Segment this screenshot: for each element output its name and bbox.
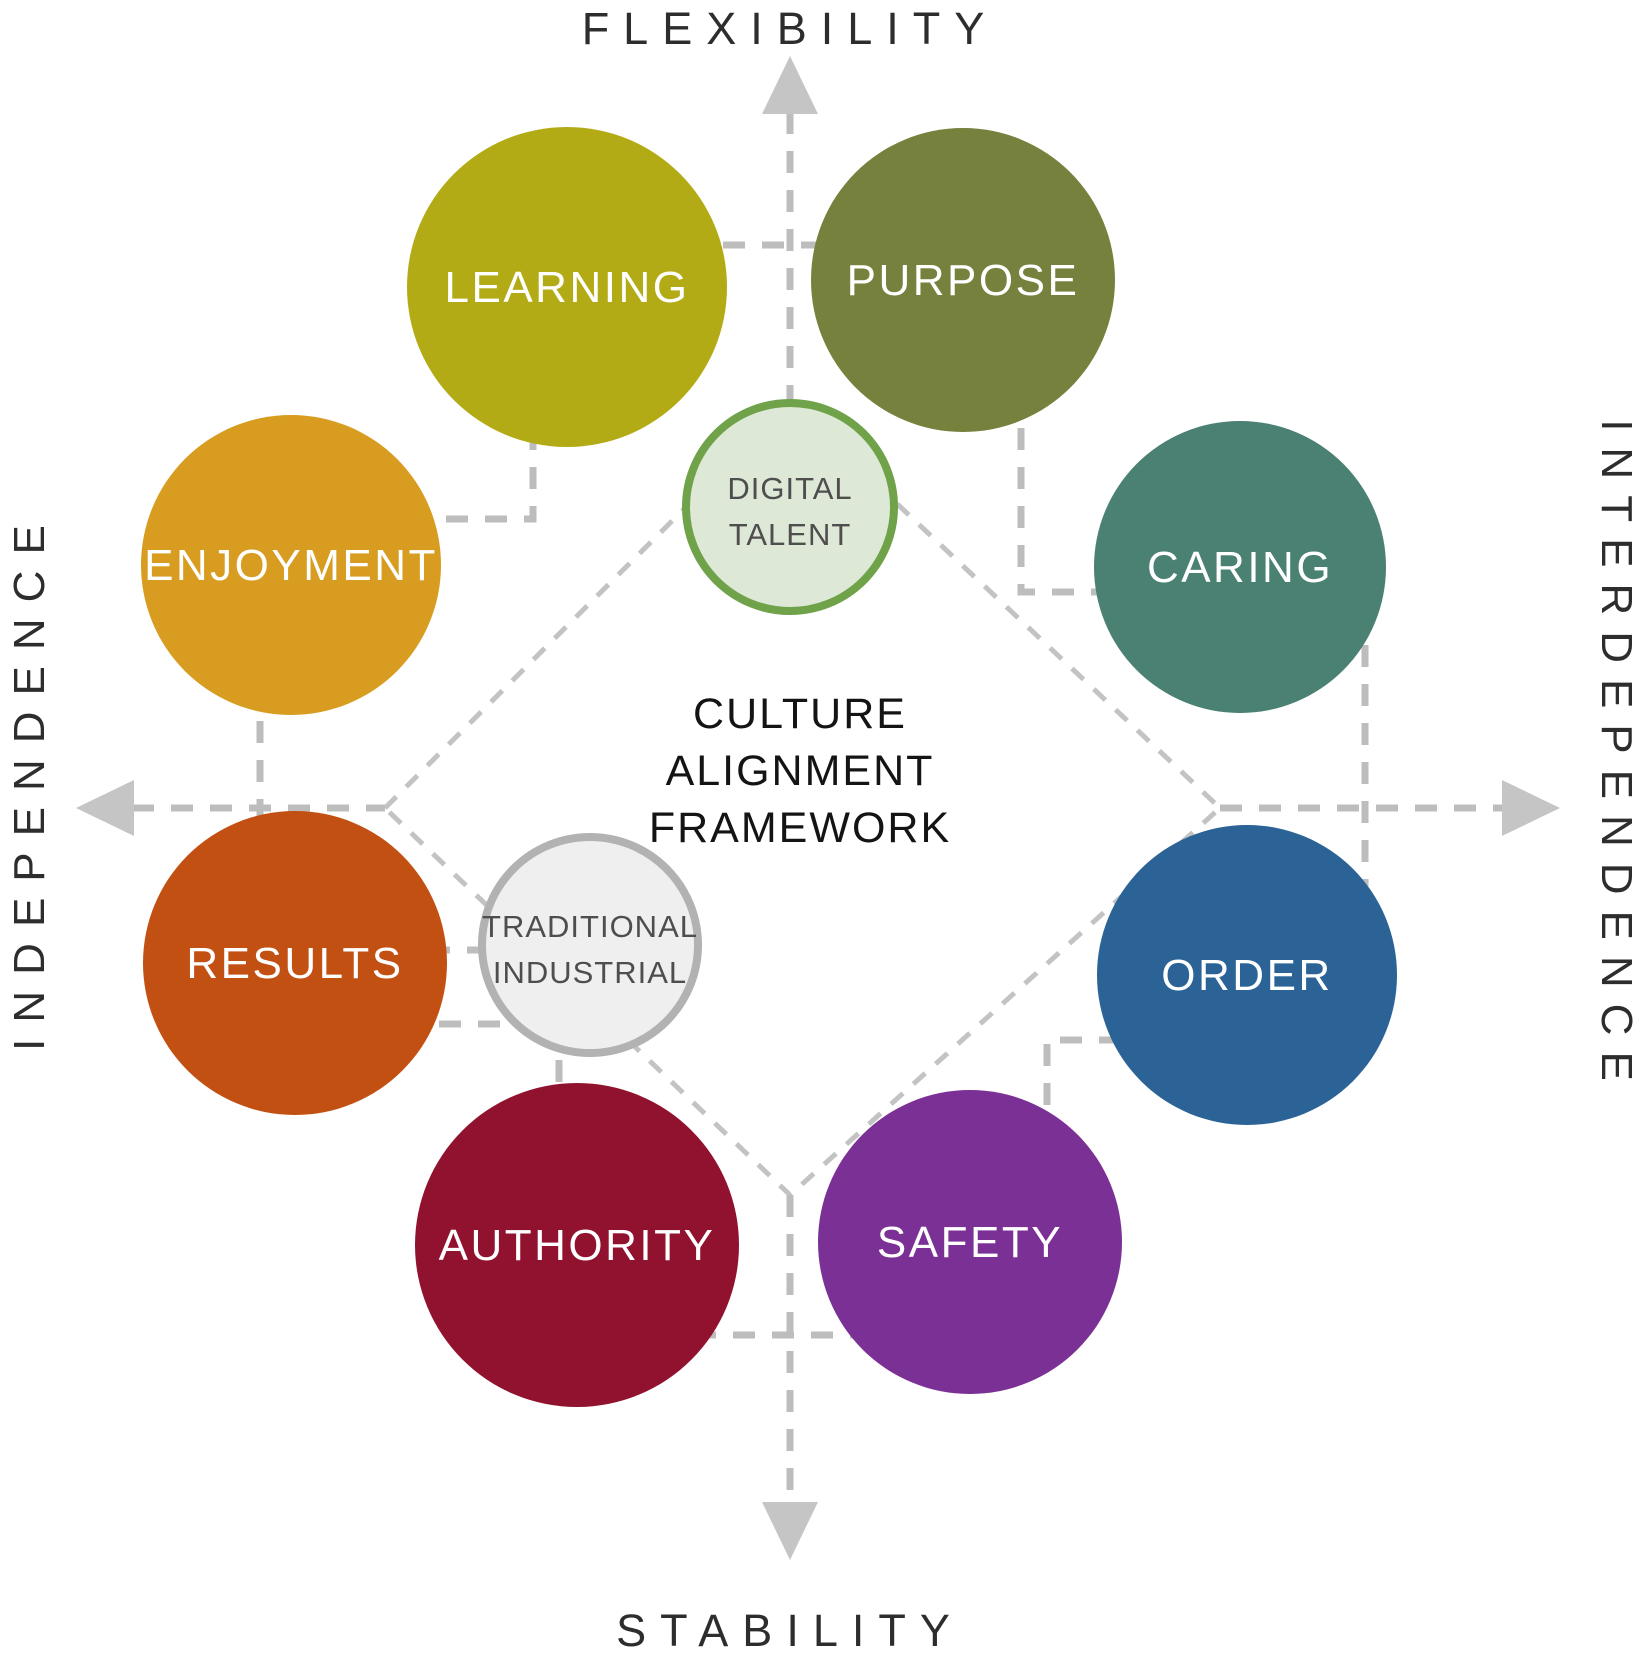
- arrow-right-icon: [1502, 780, 1560, 836]
- arrow-up-icon: [762, 56, 818, 114]
- circle-order: [1097, 825, 1397, 1125]
- circle-safety: [818, 1090, 1122, 1394]
- center-title-line3: FRAMEWORK: [649, 804, 951, 852]
- axis-label-flexibility: FLEXIBILITY: [582, 3, 999, 54]
- order-label: ORDER: [1161, 951, 1332, 1000]
- circle-labels: LEARNING PURPOSE ENJOYMENT CARING RESULT…: [144, 256, 1333, 1270]
- circle-enjoyment: [141, 415, 441, 715]
- results-label: RESULTS: [186, 939, 403, 988]
- traditional-industrial-label-line1: TRADITIONAL: [482, 909, 698, 944]
- axis-arrowheads: [76, 56, 1560, 1560]
- axis-label-stability: STABILITY: [616, 1605, 964, 1656]
- axis-label-interdependence: INTERDEPENDENCE: [1592, 419, 1640, 1097]
- learning-label: LEARNING: [445, 263, 690, 312]
- circle-traditional-industrial: [478, 833, 702, 1057]
- circle-results: [143, 811, 447, 1115]
- enjoyment-label: ENJOYMENT: [144, 541, 438, 590]
- digital-talent-label-line2: TALENT: [729, 517, 852, 552]
- circle-digital-talent: [682, 399, 898, 615]
- axis-label-independence: INDEPENDENCE: [5, 509, 54, 1051]
- center-title: CULTURE ALIGNMENT FRAMEWORK: [649, 690, 951, 852]
- purpose-label: PURPOSE: [847, 256, 1080, 305]
- circle-authority: [415, 1083, 739, 1407]
- safety-label: SAFETY: [877, 1218, 1063, 1267]
- outer-circles: [141, 127, 1397, 1407]
- caring-label: CARING: [1147, 543, 1333, 592]
- authority-label: AUTHORITY: [439, 1221, 716, 1270]
- inner-circles: [478, 399, 898, 1057]
- circle-caring: [1094, 421, 1386, 713]
- center-title-line1: CULTURE: [693, 690, 907, 738]
- dashed-diamond: [381, 399, 1224, 1199]
- circle-learning: [407, 127, 727, 447]
- circle-purpose: [811, 128, 1115, 432]
- digital-talent-label-line1: DIGITAL: [727, 471, 852, 506]
- traditional-industrial-label-line2: INDUSTRIAL: [493, 955, 687, 990]
- axis-labels: FLEXIBILITY STABILITY INDEPENDENCE INTER…: [5, 3, 1640, 1656]
- center-title-line2: ALIGNMENT: [666, 747, 935, 795]
- arrow-down-icon: [762, 1502, 818, 1560]
- arrow-left-icon: [76, 780, 134, 836]
